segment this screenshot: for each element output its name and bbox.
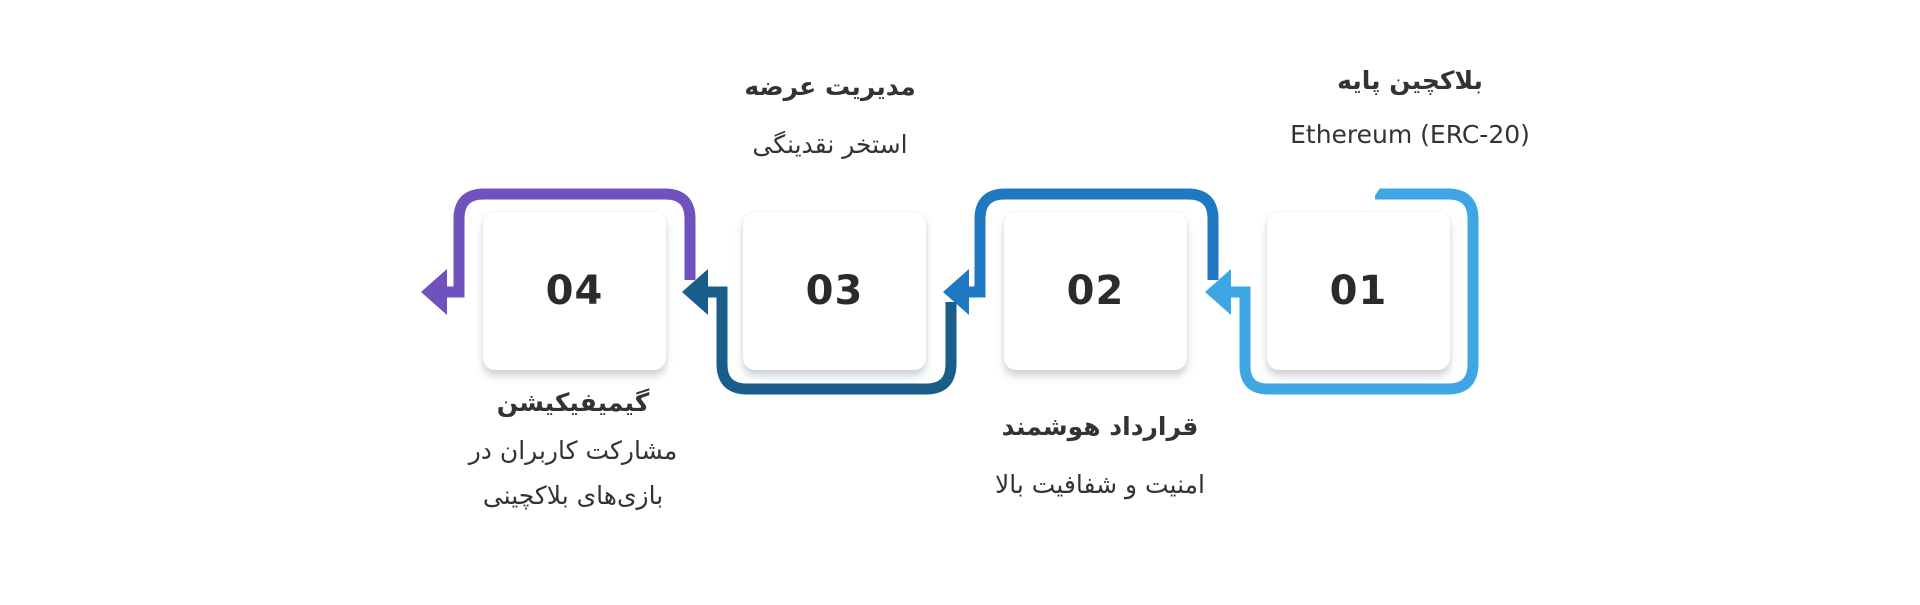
- step-number: 03: [805, 268, 864, 314]
- arrow-tail-01: [1360, 188, 1380, 200]
- arrow-step-02: [966, 188, 1219, 298]
- step-number: 01: [1329, 268, 1388, 314]
- step-04-card: 04: [483, 212, 666, 370]
- step-number: 04: [545, 268, 604, 314]
- step-03-title: مدیریت عرضه: [744, 72, 916, 101]
- arrowhead-02: [943, 269, 969, 315]
- step-02-card: 02: [1004, 212, 1187, 370]
- step-03-subtitle: استخر نقدینگی: [752, 130, 908, 159]
- step-02-title: قرارداد هوشمند: [1001, 412, 1199, 441]
- step-01-title: بلاکچین پایه: [1337, 66, 1483, 95]
- step-number: 02: [1066, 268, 1125, 314]
- arrowhead-04: [421, 269, 447, 315]
- step-02-subtitle: امنیت و شفافیت بالا: [995, 470, 1205, 499]
- step-01-card: 01: [1267, 212, 1450, 370]
- arrowhead-03: [682, 269, 708, 315]
- step-01-subtitle: Ethereum (ERC-20): [1290, 120, 1530, 149]
- step-03-card: 03: [743, 212, 926, 370]
- arrowhead-01: [1205, 269, 1231, 315]
- step-04-subtitle-line1: مشارکت کاربران در: [468, 436, 678, 465]
- step-04-title: گیمیفیکیشن: [496, 388, 650, 417]
- arrow-step-04: [443, 188, 696, 298]
- arrow-step-03: [706, 286, 957, 395]
- arrow-step-01: [1228, 188, 1479, 395]
- step-04-subtitle-line2: بازی‌های بلاکچینی: [482, 481, 664, 510]
